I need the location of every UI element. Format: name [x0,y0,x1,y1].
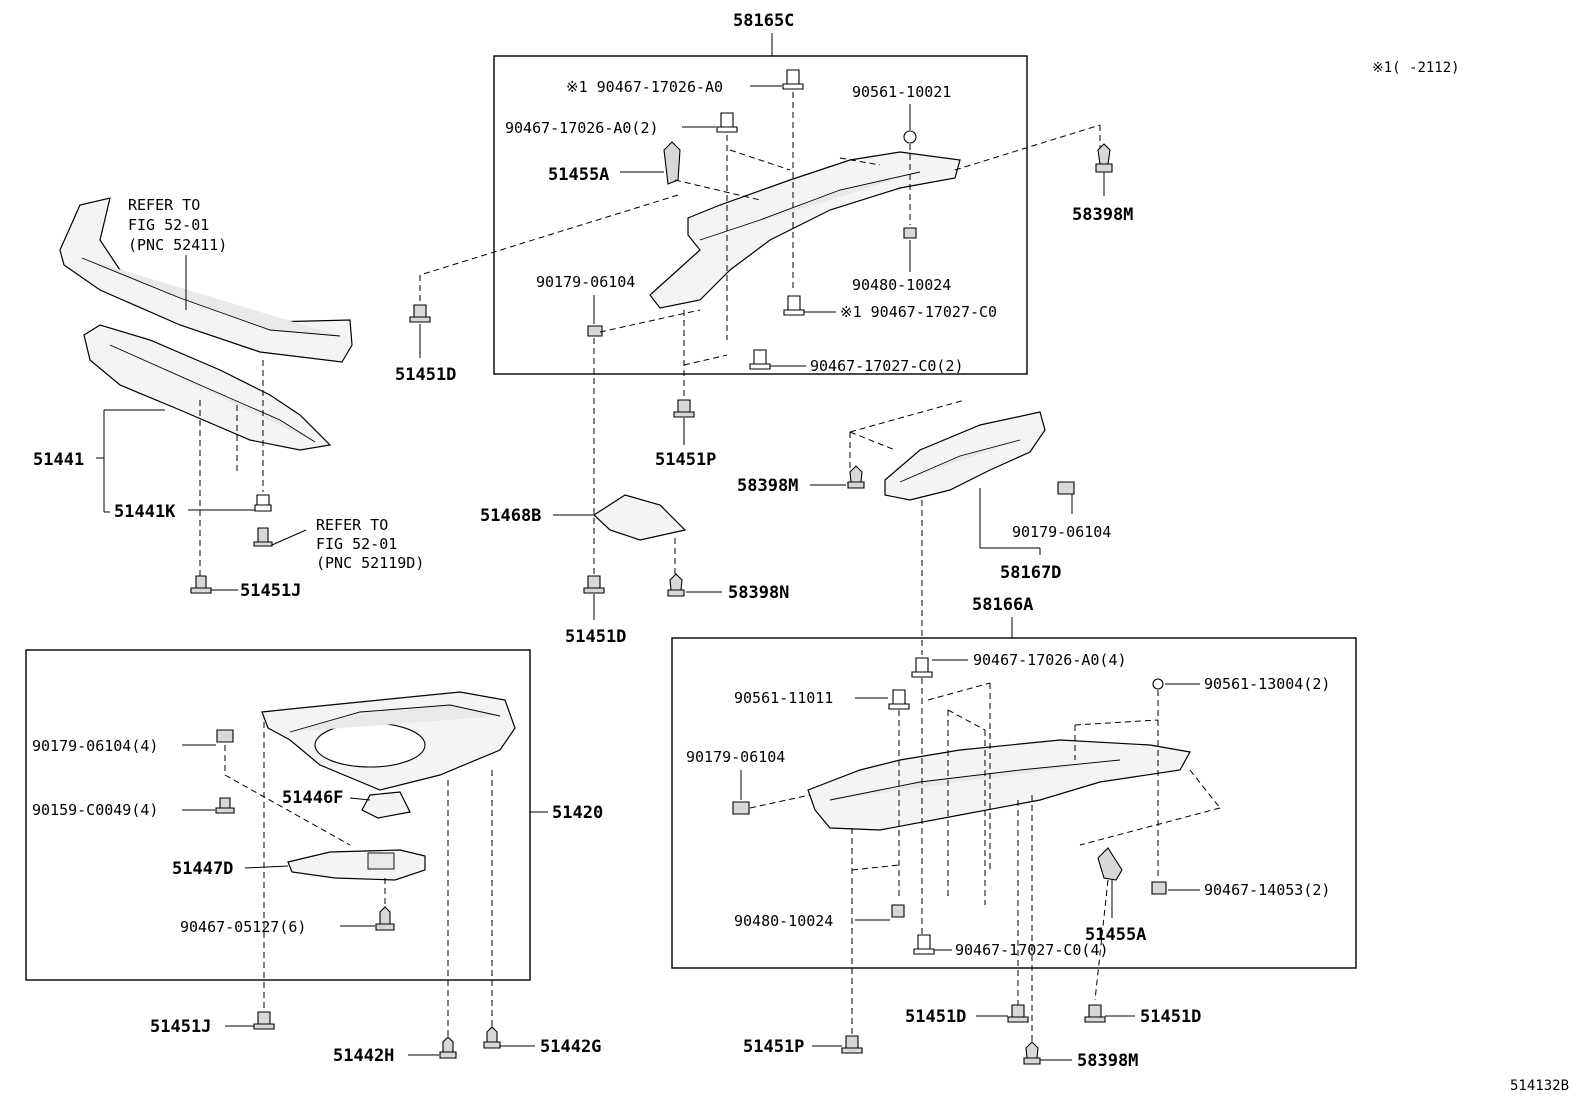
label-58398m-upper: 58398M [1072,205,1133,225]
group-label-58166a: 58166A [972,595,1033,615]
label-90467-17026-a0-4: 90467-17026-A0(4) [973,651,1127,669]
label-90467-14053-2: 90467-14053(2) [1204,881,1330,899]
part-51447d [287,849,426,881]
date-note: ※1( -2112) [1372,60,1460,76]
label-51441k: 51441K [114,502,176,522]
label-51451d-mid: 51451D [565,627,626,647]
label-90179-06104-lower: 90179-06104 [686,748,785,766]
part-51455a-lower [1097,847,1123,881]
label-58398n: 58398N [728,583,789,603]
label-90561-10021: 90561-10021 [852,83,951,101]
refer2-line-2: FIG 52-01 [316,535,397,553]
label-51447d: 51447D [172,859,233,879]
label-90179-06104-upper: 90179-06104 [536,273,635,291]
label-90561-13004-2: 90561-13004(2) [1204,675,1330,693]
part-58166a-cover [807,739,1191,831]
label-51451d-left: 51451D [395,365,456,385]
label-90467-17026-a0-2: 90467-17026-A0(2) [505,119,659,137]
label-51442g: 51442G [540,1037,601,1057]
refer-line-1: REFER TO [128,196,200,214]
box-58166a [671,637,1357,969]
front-bumper-cover [59,197,353,363]
label-90159-c0049-4: 90159-C0049(4) [32,801,158,819]
label-58398m-bottom: 58398M [1077,1051,1138,1071]
label-58167d: 58167D [1000,563,1061,583]
label-51442h: 51442H [333,1046,394,1066]
label-51451p-upper: 51451P [655,450,716,470]
label-90561-11011: 90561-11011 [734,689,833,707]
label-90179-06104-mid: 90179-06104 [1012,523,1111,541]
refer2-line-3: (PNC 52119D) [316,554,424,572]
label-51451p-bottom: 51451P [743,1037,804,1057]
label-90467-17027-c0-note: ※1 90467-17027-C0 [840,303,997,321]
label-51446f: 51446F [282,788,343,808]
label-90467-17027-c0-2: 90467-17027-C0(2) [810,357,964,375]
group-label-58165c: 58165C [733,11,794,31]
label-51451j-upper: 51451J [240,581,301,601]
part-51468b [593,494,687,541]
label-51455a-upper: 51455A [548,165,609,185]
group-label-51420: 51420 [552,803,603,823]
refer-line-3: (PNC 52411) [128,236,227,254]
label-51451d-bottom-b: 51451D [1140,1007,1201,1027]
box-58165c [493,55,1028,375]
label-51468b: 51468B [480,506,541,526]
label-51441: 51441 [33,450,84,470]
label-51451d-bottom-a: 51451D [905,1007,966,1027]
label-90179-06104-4: 90179-06104(4) [32,737,158,755]
nut-90179-06104-upper [587,325,603,337]
label-90480-10024-upper: 90480-10024 [852,276,951,294]
label-51455a-lower: 51455A [1085,925,1146,945]
box-51420 [25,649,531,981]
label-51451j-lower: 51451J [150,1017,211,1037]
refer-line-2: FIG 52-01 [128,216,209,234]
figure-code: 514132B [1510,1078,1569,1094]
label-58398m-mid: 58398M [737,476,798,496]
label-90467-05127-6: 90467-05127(6) [180,918,306,936]
part-51455a-upper [663,141,681,185]
part-51446f [361,791,411,819]
label-90480-10024-lower: 90480-10024 [734,912,833,930]
refer2-line-1: REFER TO [316,516,388,534]
label-90467-17026-a0-note: ※1 90467-17026-A0 [566,78,723,96]
